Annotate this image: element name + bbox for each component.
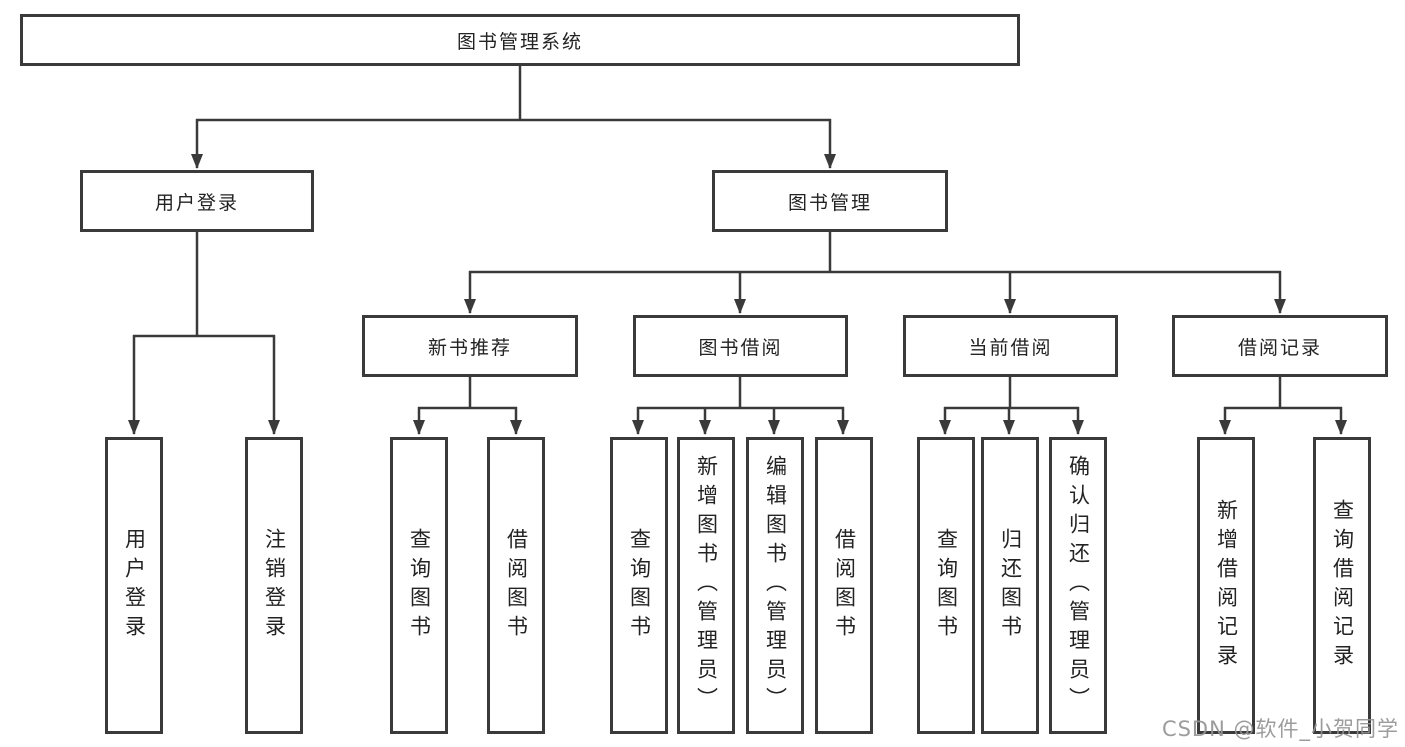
node-borrow-records: 借阅记录	[1172, 315, 1388, 377]
leaf-add-books-admin: 新增图书（管理员）	[677, 437, 735, 734]
node-current-borrowing: 当前借阅	[903, 315, 1118, 377]
leaf-query-borrow-record: 查询借阅记录	[1313, 437, 1371, 734]
leaf-borrow-books-recommend: 借阅图书	[487, 437, 545, 734]
leaf-query-books-current: 查询图书	[917, 437, 975, 734]
leaf-user-login: 用户登录	[105, 437, 163, 734]
leaf-query-books-recommend: 查询图书	[390, 437, 448, 734]
leaf-edit-books-admin: 编辑图书（管理员）	[746, 437, 804, 734]
leaf-query-books-borrowing: 查询图书	[610, 437, 668, 734]
node-user-login: 用户登录	[80, 170, 314, 232]
node-book-management: 图书管理	[712, 170, 948, 232]
leaf-confirm-return-admin: 确认归还（管理员）	[1049, 437, 1107, 734]
leaf-return-books: 归还图书	[981, 437, 1039, 734]
leaf-logout: 注销登录	[245, 437, 303, 734]
node-book-borrowing: 图书借阅	[633, 315, 848, 377]
leaf-borrow-books-borrowing: 借阅图书	[815, 437, 873, 734]
node-new-book-recommend: 新书推荐	[362, 315, 578, 377]
node-library-system: 图书管理系统	[20, 14, 1020, 66]
csdn-watermark: CSDN @软件_小贺同学	[1161, 717, 1399, 741]
leaf-add-borrow-record: 新增借阅记录	[1197, 437, 1255, 734]
